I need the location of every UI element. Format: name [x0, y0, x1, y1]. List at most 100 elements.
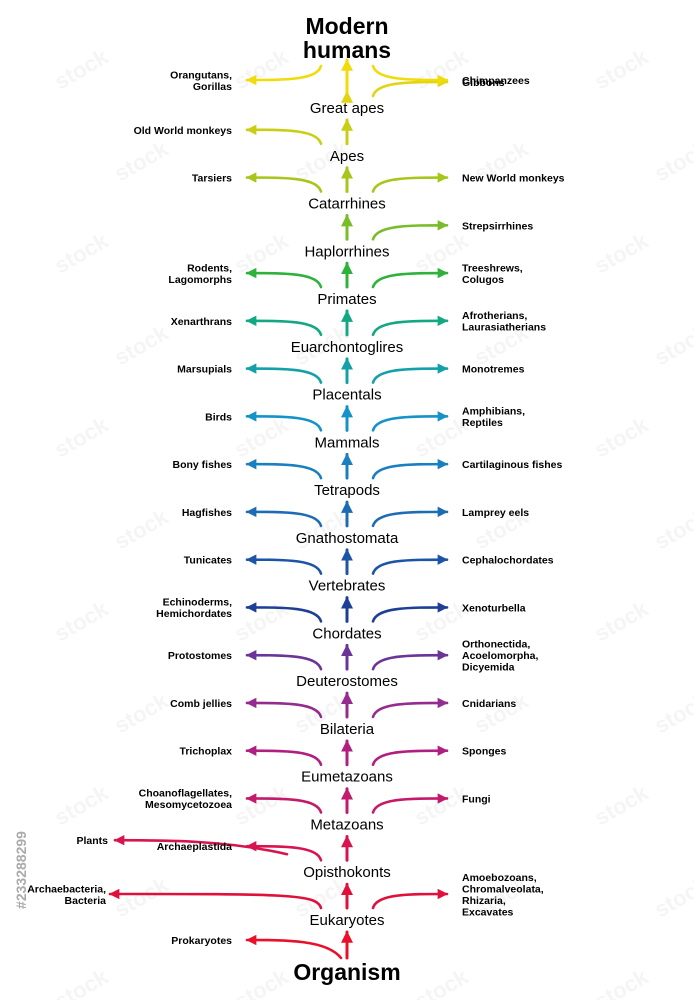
- clade-label: Gnathostomata: [296, 530, 399, 547]
- branch-label-left-line: Birds: [205, 411, 232, 423]
- watermark-tile: stock: [230, 596, 293, 647]
- clade-label: Eukaryotes: [309, 912, 384, 929]
- branch-label-left: Orangutans,Gorillas: [170, 69, 232, 93]
- branch-arrow-right: [371, 649, 449, 671]
- watermark-tile: stock: [230, 780, 293, 831]
- branch-label-left-line: Comb jellies: [170, 698, 232, 710]
- watermark-tile: stock: [650, 504, 694, 555]
- watermark-tile: stock: [50, 780, 113, 831]
- branch-label-right-line: Rhizaria,: [462, 895, 506, 907]
- branch-arrow-right: [371, 745, 449, 767]
- branch-label-left-line: Rodents,: [187, 262, 232, 274]
- branch-label-left-line: Hagfishes: [182, 507, 232, 519]
- branch-arrow-right: [371, 315, 449, 337]
- clade-label: Catarrhines: [308, 196, 386, 213]
- branch-arrow-right: [371, 64, 449, 86]
- branch-arrow-left: [245, 411, 323, 432]
- branch-arrow-right: [371, 363, 449, 384]
- branch-label-left: Birds: [205, 411, 232, 423]
- clade-label: Placentals: [312, 387, 381, 404]
- branch-label-right: Xenoturbella: [462, 602, 526, 614]
- title-line-2: humans: [303, 37, 391, 63]
- branch-label-right: Sponges: [462, 746, 506, 758]
- branch-label-left: Archaebacteria,Bacteria: [27, 883, 106, 907]
- watermark-tile: stock: [650, 136, 694, 187]
- clade-label: Apes: [330, 148, 364, 165]
- branch-label-left-line: Orangutans,: [170, 69, 232, 81]
- branch-arrows: [108, 58, 449, 960]
- branch-label-right-line: Afrotherians,: [462, 310, 527, 322]
- branch-label-left-line: Plants: [76, 835, 108, 847]
- branch-label-right: Cephalochordates: [462, 555, 554, 567]
- watermark-tile: stock: [50, 44, 113, 95]
- branch-arrow-left: [245, 697, 323, 719]
- branch-arrow-left: [245, 554, 323, 575]
- branch-label-right: Treeshrews,Colugos: [462, 262, 523, 286]
- branch-label-right: Cnidarians: [462, 698, 516, 710]
- clade-label: Bilateria: [320, 721, 375, 738]
- branch-label-right-line: Excavates: [462, 906, 514, 918]
- branch-arrow-left: [245, 267, 323, 289]
- branch-label-right-line: Lamprey eels: [462, 507, 529, 519]
- branch-label-right: Fungi: [462, 793, 491, 805]
- branch-label-left: Prokaryotes: [171, 935, 232, 947]
- branch-label-left: Archaeplastida: [157, 841, 232, 853]
- branch-label-left: Plants: [76, 835, 108, 847]
- clade-label: Mammals: [314, 434, 379, 451]
- branch-label-left-line: Choanoflagellates,: [139, 788, 232, 800]
- watermark-tile: stock: [410, 964, 473, 1000]
- watermark-tile: stock: [50, 228, 113, 279]
- branch-label-left: Rodents,Lagomorphs: [168, 262, 232, 286]
- branch-arrow-right: [371, 602, 449, 623]
- branch-label-right-line: New World monkeys: [462, 173, 565, 185]
- branch-label-left: Trichoplax: [179, 746, 232, 758]
- branch-label-left-line: Gorillas: [193, 81, 232, 93]
- branch-label-right-line: Dicyemida: [462, 662, 515, 674]
- branch-arrow-left: [245, 458, 323, 480]
- branch-arrow-left: [245, 172, 323, 193]
- branch-arrow-right: [371, 411, 449, 432]
- watermark-tile: stock: [230, 964, 293, 1000]
- clade-label: Metazoans: [310, 816, 383, 833]
- branch-label-right: Lamprey eels: [462, 507, 529, 519]
- branch-label-left-line: Archaebacteria,: [27, 883, 106, 895]
- watermark-tile: stock: [590, 412, 653, 463]
- branch-label-left: Tarsiers: [192, 173, 232, 185]
- branch-arrow-right: [371, 697, 449, 719]
- clade-label: Eumetazoans: [301, 769, 393, 786]
- watermark-tile: stock: [230, 228, 293, 279]
- watermark: stock stock stock stock stock stock stock stock…: [50, 44, 694, 1000]
- branch-label-right-line: Xenoturbella: [462, 602, 526, 614]
- root-label: Organism: [293, 959, 400, 985]
- branch-arrow-left: [113, 835, 289, 856]
- branch-label-right-line: Chimpanzees: [462, 75, 530, 87]
- branch-label-right-line: Sponges: [462, 746, 506, 758]
- branch-label-left: Echinoderms,Hemichordates: [156, 597, 232, 621]
- watermark-tile: stock: [590, 964, 653, 1000]
- clade-label: Haplorrhines: [304, 243, 389, 260]
- watermark-tile: stock: [590, 780, 653, 831]
- branch-arrow-left: [245, 793, 323, 814]
- watermark-tile: stock: [50, 596, 113, 647]
- branch-label-left-line: Old World monkeys: [134, 125, 233, 137]
- branch-label-right-line: Cnidarians: [462, 698, 516, 710]
- branch-label-right: Cartilaginous fishes: [462, 459, 563, 471]
- branch-label-left: Protostomes: [168, 650, 232, 662]
- branch-label-right-line: Treeshrews,: [462, 262, 523, 274]
- branch-arrow-left: [108, 888, 323, 910]
- watermark-tile: stock: [650, 872, 694, 923]
- branch-arrow-left: [245, 64, 323, 86]
- branch-label-right-line: Colugos: [462, 274, 504, 286]
- branch-label-right-line: Orthonectida,: [462, 639, 530, 651]
- branch-label-right: Monotremes: [462, 364, 525, 376]
- branch-arrow-left: [245, 602, 323, 623]
- branch-arrow-left: [245, 124, 323, 146]
- branch-label-left-line: Lagomorphs: [168, 274, 232, 286]
- branch-label-right-line: Monotremes: [462, 364, 525, 376]
- branch-label-left-line: Archaeplastida: [157, 841, 232, 853]
- branch-arrow-left: [245, 841, 323, 862]
- branch-label-left: Bony fishes: [172, 459, 232, 471]
- clade-label: Primates: [317, 291, 376, 308]
- branch-label-left: Marsupials: [177, 364, 232, 376]
